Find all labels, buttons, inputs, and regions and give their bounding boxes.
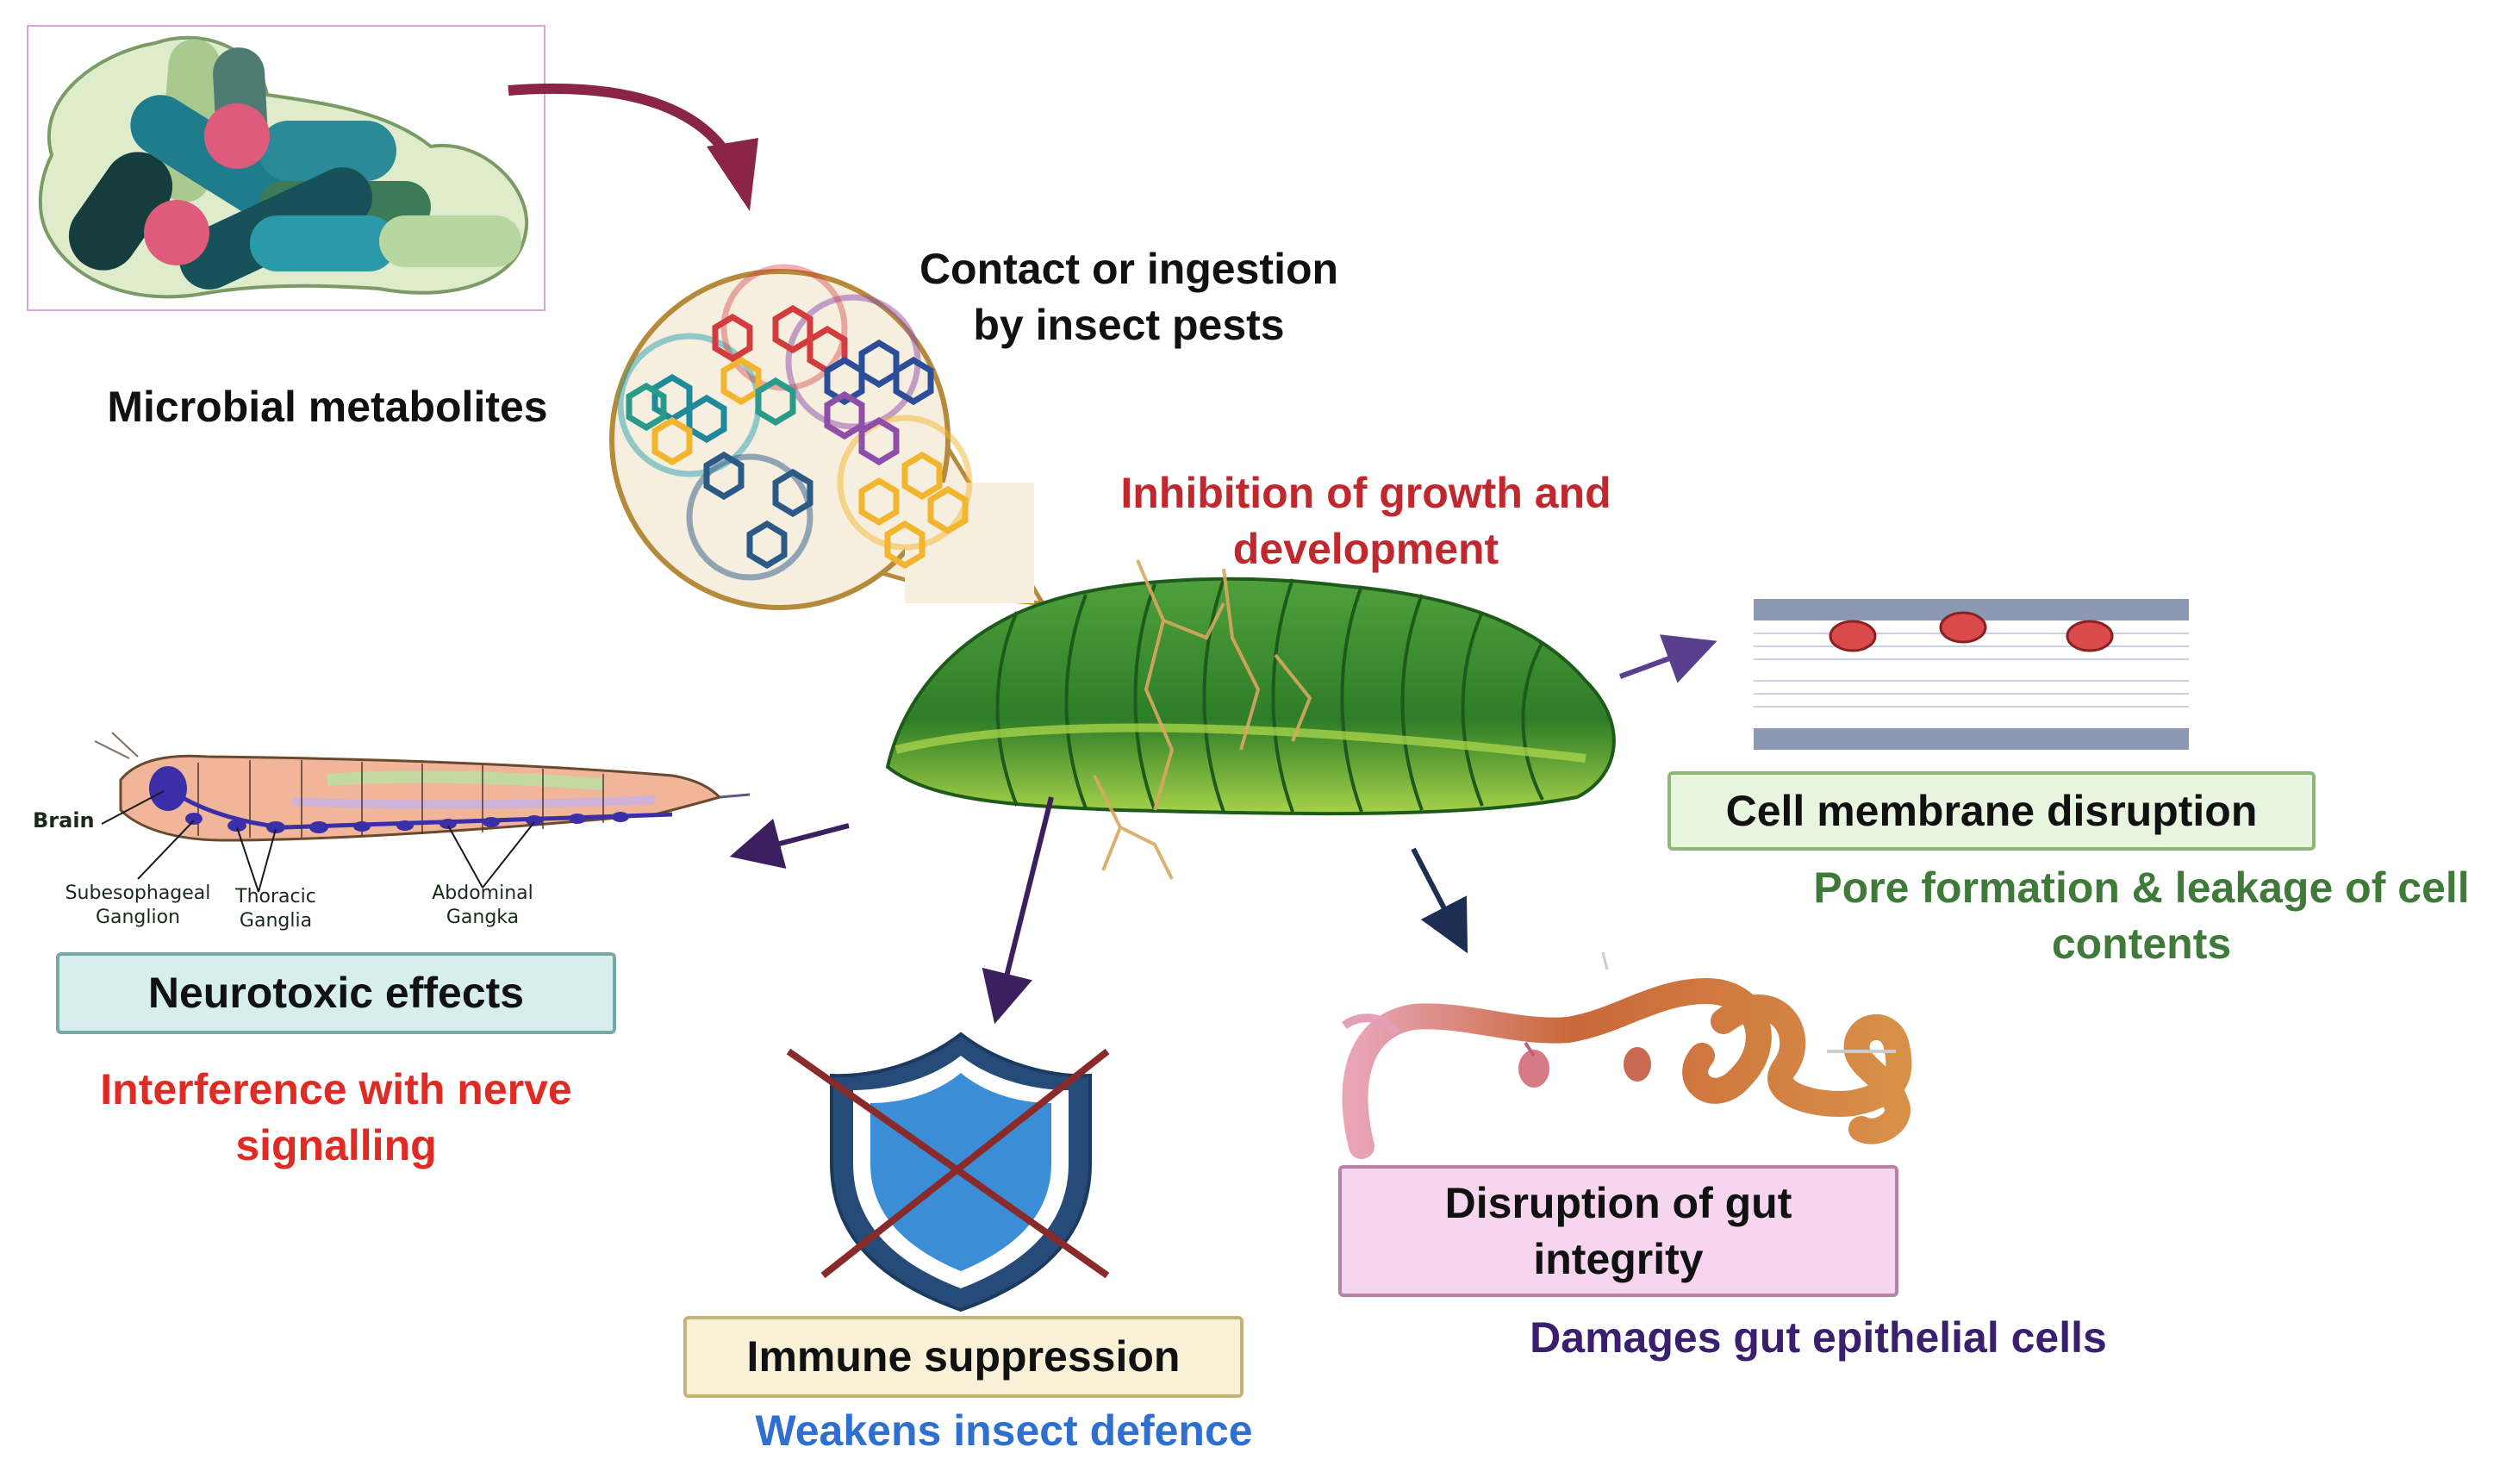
box-disruption-gut-integrity: Disruption of gut integrity [1338, 1165, 1898, 1297]
box-neurotoxic-effects: Neurotoxic effects [56, 952, 616, 1034]
box-cell-membrane-disruption: Cell membrane disruption [1667, 771, 2316, 851]
nerve-label-subesophageal: Subesophageal Ganglion [65, 882, 211, 928]
caterpillar-icon [885, 559, 1616, 880]
arrowhead-source [707, 138, 758, 211]
shield-crossed-icon [786, 1032, 1110, 1313]
arrow-to-membrane [1618, 634, 1717, 683]
molecule-bubble-icon [609, 264, 1047, 610]
label-contact-ingestion: Contact or ingestion by insect pests [919, 245, 1339, 349]
desc-neurotoxic: Interference with nerve signalling [100, 1065, 572, 1169]
nerve-label-brain: Brain [33, 808, 95, 832]
gut-icon [1342, 951, 1912, 1159]
nerve-label-abdominal: Abdominal Gangka [432, 882, 533, 928]
desc-immune: Weakens insect defence [755, 1406, 1253, 1455]
desc-gut: Damages gut epithelial cells [1530, 1313, 2107, 1362]
membrane-icon [1754, 599, 2189, 750]
bacteria-icon [27, 25, 545, 311]
arrow-to-immune [982, 796, 1054, 1025]
nervous-system-icon [94, 732, 751, 893]
desc-cell-membrane: Pore formation & leakage of cell content… [1813, 864, 2470, 968]
box-immune-suppression: Immune suppression [683, 1316, 1244, 1398]
label-inhibition-growth: Inhibition of growth and development [1120, 469, 1611, 573]
label-microbial-metabolites: Microbial metabolites [107, 383, 548, 431]
arrow-to-gut [1411, 847, 1468, 954]
arrow-to-neuro [729, 818, 850, 869]
nerve-label-thoracic: Thoracic Ganglia [235, 886, 316, 932]
arrow-source-to-bubble [508, 83, 742, 175]
